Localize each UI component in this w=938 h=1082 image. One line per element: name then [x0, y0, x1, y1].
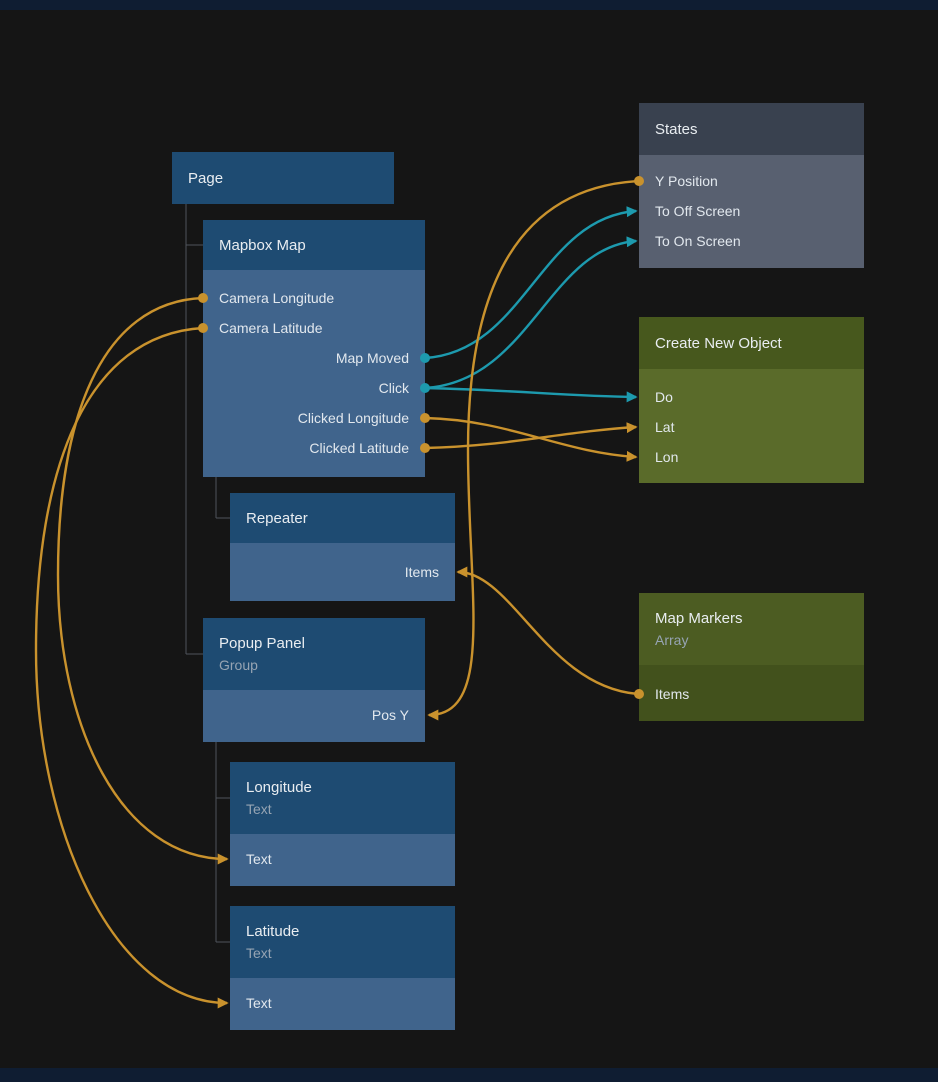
- node-states[interactable]: States Y Position To Off Screen To On Sc…: [639, 103, 864, 268]
- node-map-markers[interactable]: Map Markers Array Items: [639, 593, 864, 721]
- node-mapbox-map-body: Camera Longitude Camera Latitude Map Mov…: [203, 270, 425, 477]
- wire-clicked-latitude-to-lat[interactable]: [424, 422, 638, 450]
- node-repeater[interactable]: Repeater Items: [230, 493, 455, 601]
- node-longitude-title: Longitude: [246, 778, 312, 796]
- node-latitude-subtitle: Text: [246, 944, 272, 961]
- node-page[interactable]: Page: [172, 152, 394, 204]
- node-latitude[interactable]: Latitude Text Text: [230, 906, 455, 1030]
- node-create-new-object-title: Create New Object: [655, 334, 782, 352]
- node-popup-panel-header: Popup Panel Group: [203, 618, 425, 690]
- node-latitude-header: Latitude Text: [230, 906, 455, 978]
- node-repeater-body: Items: [230, 543, 455, 601]
- node-map-markers-subtitle: Array: [655, 631, 689, 648]
- node-latitude-body: Text: [230, 978, 455, 1030]
- port-to-off-screen[interactable]: To Off Screen: [655, 203, 741, 219]
- wire-camera-longitude-to-longitude-text[interactable]: [56, 296, 229, 865]
- node-repeater-header: Repeater: [230, 493, 455, 543]
- wire-camera-latitude-to-latitude-text[interactable]: [34, 326, 229, 1009]
- node-popup-panel-body: Pos Y: [203, 690, 425, 742]
- wire-clicked-longitude-to-lon[interactable]: [424, 416, 638, 462]
- node-page-header: Page: [172, 152, 394, 204]
- port-lon[interactable]: Lon: [655, 449, 679, 465]
- port-click[interactable]: Click: [378, 380, 409, 396]
- port-lat[interactable]: Lat: [655, 419, 675, 435]
- port-longitude-text[interactable]: Text: [246, 851, 272, 867]
- node-page-title: Page: [188, 169, 224, 187]
- node-longitude-header: Longitude Text: [230, 762, 455, 834]
- port-camera-latitude[interactable]: Camera Latitude: [219, 320, 323, 336]
- node-repeater-title: Repeater: [246, 509, 308, 527]
- node-create-new-object-header: Create New Object: [639, 317, 864, 369]
- node-popup-panel-title: Popup Panel: [219, 634, 305, 652]
- window-bottom-edge: [0, 1068, 938, 1082]
- port-pos-y[interactable]: Pos Y: [371, 707, 409, 723]
- node-longitude-body: Text: [230, 834, 455, 886]
- port-y-position[interactable]: Y Position: [655, 173, 718, 189]
- wire-click-to-do[interactable]: [424, 386, 638, 403]
- node-longitude-subtitle: Text: [246, 800, 272, 817]
- port-map-moved[interactable]: Map Moved: [335, 350, 409, 366]
- node-states-header: States: [639, 103, 864, 155]
- node-mapbox-map-title: Mapbox Map: [219, 236, 306, 254]
- node-mapbox-map[interactable]: Mapbox Map Camera Longitude Camera Latit…: [203, 220, 425, 477]
- port-latitude-text[interactable]: Text: [246, 995, 272, 1011]
- node-map-markers-title: Map Markers: [655, 609, 743, 627]
- node-popup-panel[interactable]: Popup Panel Group Pos Y: [203, 618, 425, 742]
- port-clicked-longitude[interactable]: Clicked Longitude: [297, 410, 409, 426]
- node-longitude[interactable]: Longitude Text Text: [230, 762, 455, 886]
- node-states-title: States: [655, 120, 698, 138]
- wire-map-moved-to-off-screen[interactable]: [424, 206, 638, 360]
- port-do[interactable]: Do: [655, 389, 673, 405]
- node-states-body: Y Position To Off Screen To On Screen: [639, 155, 864, 268]
- node-create-new-object-body: Do Lat Lon: [639, 369, 864, 483]
- window-top-edge: [0, 0, 938, 10]
- node-popup-panel-subtitle: Group: [219, 656, 258, 673]
- port-map-markers-items[interactable]: Items: [655, 686, 690, 702]
- port-repeater-items[interactable]: Items: [404, 564, 439, 580]
- node-map-markers-header: Map Markers Array: [639, 593, 864, 665]
- wire-click-to-on-screen[interactable]: [424, 236, 638, 390]
- node-create-new-object[interactable]: Create New Object Do Lat Lon: [639, 317, 864, 483]
- port-clicked-latitude[interactable]: Clicked Latitude: [309, 440, 409, 456]
- node-latitude-title: Latitude: [246, 922, 300, 940]
- port-to-on-screen[interactable]: To On Screen: [655, 233, 741, 249]
- port-camera-longitude[interactable]: Camera Longitude: [219, 290, 335, 306]
- node-mapbox-map-header: Mapbox Map: [203, 220, 425, 270]
- node-map-markers-body: Items: [639, 665, 864, 721]
- wire-map-markers-items-to-repeater-items[interactable]: [456, 566, 640, 696]
- wire-y-position-to-pos-y[interactable]: [427, 179, 640, 721]
